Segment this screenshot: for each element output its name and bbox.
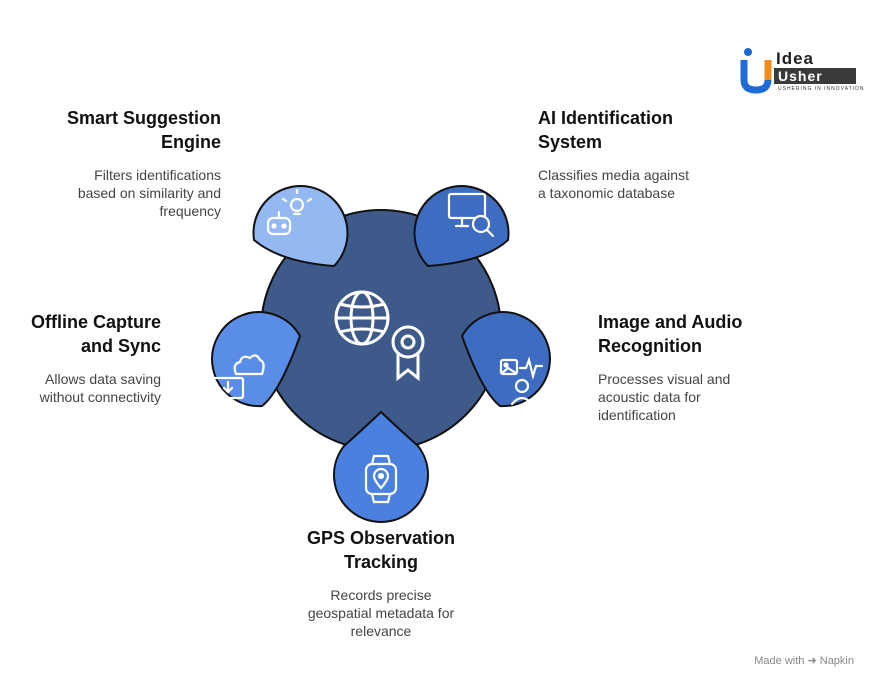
- title-line: Recognition: [598, 336, 702, 356]
- made-with-footer: Made with ➜ Napkin: [754, 654, 854, 667]
- globe-award-icon: [334, 290, 425, 382]
- title-line: Image and Audio: [598, 312, 743, 332]
- image-audio-person-icon: [499, 356, 544, 406]
- title-line: and Sync: [80, 336, 161, 356]
- node-gps-title: GPS Observation Tracking: [271, 526, 491, 574]
- node-gps-desc: Records precise geospatial metadata for …: [271, 586, 491, 640]
- logo-tagline: USHERING IN INNOVATION: [778, 86, 865, 92]
- robot-lightbulb-icon: [266, 188, 313, 236]
- title-line: AI Identification: [538, 108, 673, 128]
- desc-line: a taxonomic database: [538, 185, 675, 201]
- node-offline-capture-title: Offline Capture and Sync: [31, 310, 161, 358]
- napkin-icon: ➜: [807, 655, 817, 667]
- node-gps-drop: [333, 410, 429, 523]
- node-ai-identification-title: AI Identification System: [538, 106, 673, 154]
- desc-line: frequency: [159, 203, 221, 219]
- node-smart-suggestion-drop: [252, 185, 349, 268]
- desc-line: acoustic data for: [598, 389, 701, 405]
- desc-line: relevance: [350, 623, 412, 639]
- cloud-download-monitor-icon: [211, 354, 265, 406]
- desc-line: identification: [598, 407, 676, 423]
- desc-line: based on similarity and: [77, 185, 221, 201]
- title-line: Engine: [160, 132, 221, 152]
- footer-made-with: Made with: [754, 655, 805, 667]
- title-line: GPS Observation: [306, 528, 456, 548]
- node-smart-suggestion-title: Smart Suggestion Engine: [67, 106, 221, 154]
- node-image-audio-desc: Processes visual and acoustic data for i…: [598, 370, 730, 424]
- desc-line: Filters identifications: [94, 167, 221, 183]
- desc-line: Records precise: [330, 587, 432, 603]
- smartwatch-location-icon: [364, 454, 398, 504]
- desc-line: without connectivity: [39, 389, 161, 405]
- title-line: Offline Capture: [30, 312, 161, 332]
- desc-line: Processes visual and: [598, 371, 731, 387]
- title-line: Tracking: [343, 552, 419, 572]
- title-line: Smart Suggestion: [66, 108, 221, 128]
- node-ai-identification-desc: Classifies media against a taxonomic dat…: [538, 166, 689, 202]
- title-line: System: [538, 132, 603, 152]
- monitor-search-icon: [447, 192, 495, 238]
- node-offline-capture-drop: [211, 311, 302, 408]
- node-image-audio-title: Image and Audio Recognition: [598, 310, 742, 358]
- desc-line: Classifies media against: [538, 167, 689, 183]
- brand-logo: Idea Usher USHERING IN INNOVATION: [740, 46, 864, 96]
- footer-brand: Napkin: [819, 655, 854, 667]
- desc-line: Allows data saving: [45, 371, 161, 387]
- node-smart-suggestion-desc: Filters identifications based on similar…: [78, 166, 221, 220]
- node-offline-capture-desc: Allows data saving without connectivity: [40, 370, 161, 406]
- desc-line: geospatial metadata for: [307, 605, 455, 621]
- logo-word-usher: Usher: [774, 68, 856, 84]
- logo-u-icon: [740, 48, 772, 94]
- logo-word-idea: Idea: [776, 49, 815, 68]
